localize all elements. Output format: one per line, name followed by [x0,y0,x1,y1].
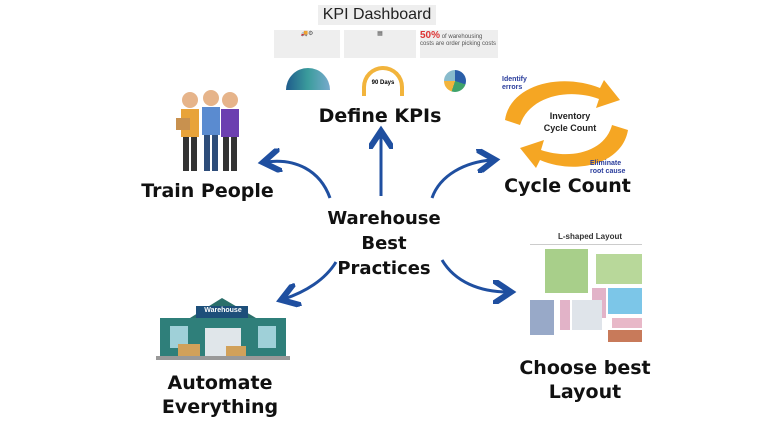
kpi-stat: 50% [420,30,441,41]
arrow-train [266,161,332,199]
label-define-kpis: Define KPIs [318,105,442,127]
layout-image: L-shaped Layout [530,232,645,342]
warehouse-sign: Warehouse [204,307,242,314]
arrow-automate [284,261,338,299]
label-cycle-count: Cycle Count [504,175,631,197]
gauge-chart [286,68,330,90]
label-train-people: Train People [141,180,274,202]
layout-title: L-shaped Layout [558,232,623,241]
warehouse-icon: ▦ [344,30,416,58]
kpi-title: KPI Dashboard [318,5,436,25]
kpi-stat-text: of warehousing costs are order picking c… [420,34,497,47]
arrow-layout [440,259,508,292]
truck-icon: 🚚⚙ [274,30,340,58]
days-gauge: 90 Days [362,66,404,96]
kpi-dashboard-image: KPI Dashboard 🚚⚙ ▦ 50% of warehousing co… [274,2,498,98]
arrow-cycle [430,160,492,199]
pie-chart [444,70,466,92]
